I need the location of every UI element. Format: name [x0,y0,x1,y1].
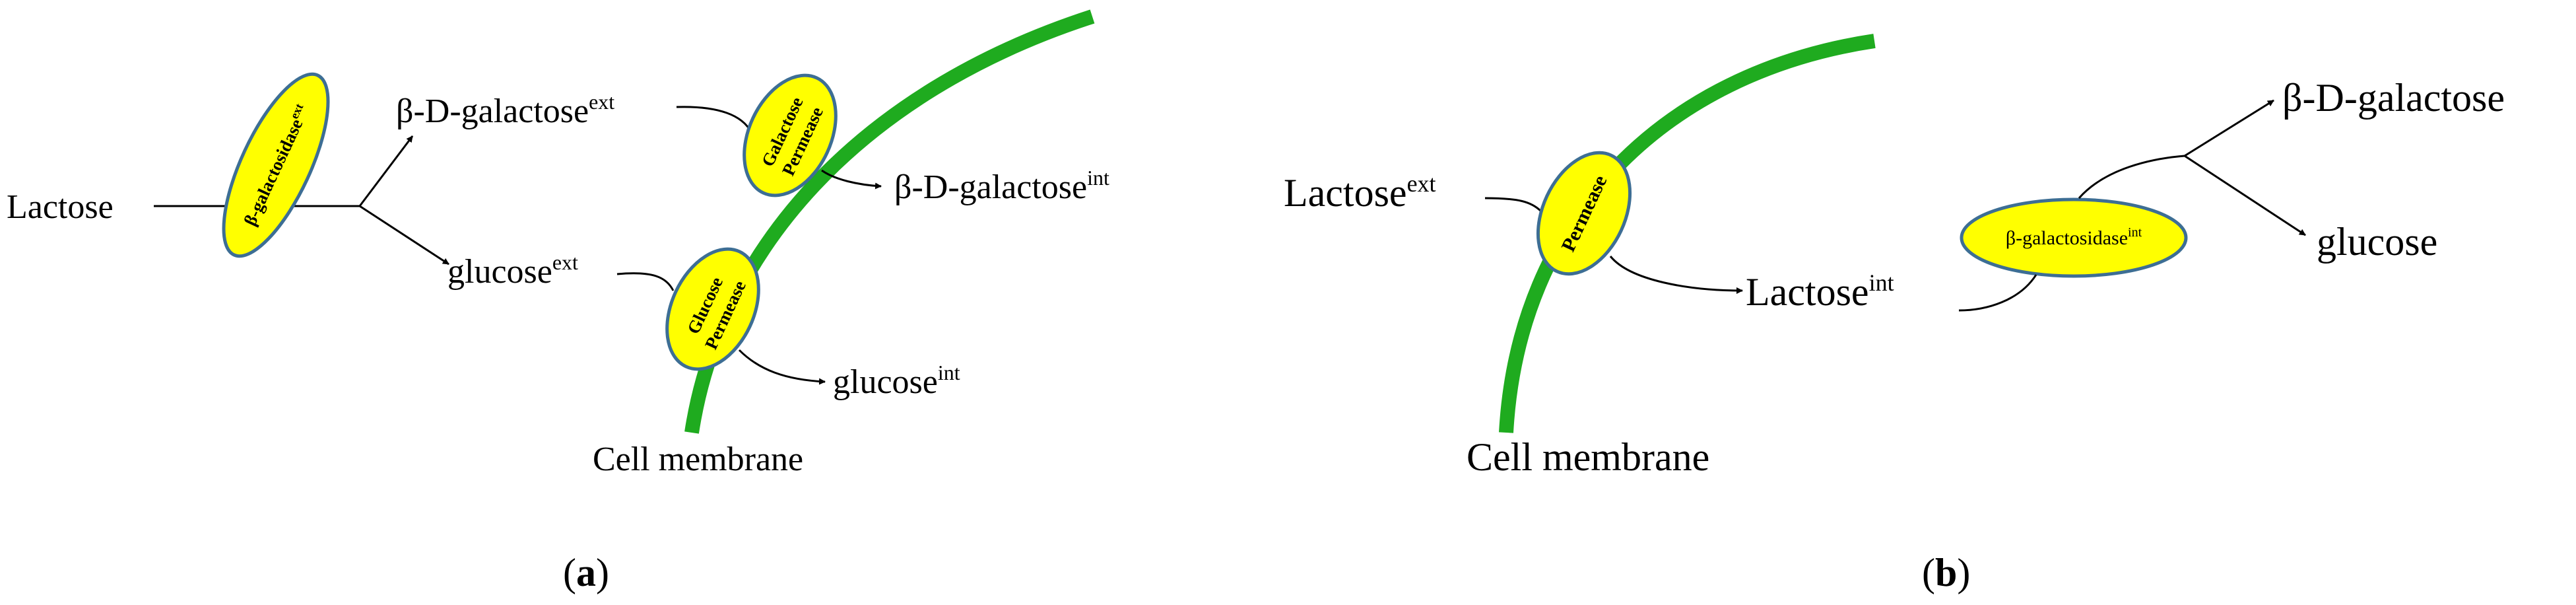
galactose-int-sup: int [1087,166,1109,190]
arrow-to-lactose-int [1609,256,1743,294]
membrane-label-b: Cell membrane [1467,435,1709,479]
glucose-ext-name: glucose [447,253,552,291]
svg-text:(b): (b) [1922,551,1970,594]
svg-text:β-D-galactoseint: β-D-galactoseint [894,166,1109,206]
glucose-int-name: glucose [833,363,938,401]
caption-a-close: ) [596,551,609,594]
lactose-int-name: Lactose [1746,270,1869,314]
permease-b: Permease [1536,151,1632,276]
galactose-ext-to-permease [676,106,752,133]
arrow-to-galactose-int [821,169,882,190]
svg-text:Lactoseext: Lactoseext [1284,170,1436,215]
caption-a-letter: a [576,551,596,594]
svg-text:β-galactosidaseint: β-galactosidaseint [2006,225,2142,249]
svg-text:β-D-galactoseext: β-D-galactoseext [396,90,614,130]
galactose-permease: Galactose Permease [743,73,838,197]
panel-a: β-galactosidaseext Galactose Permease Gl… [7,9,1109,594]
lactose-int-sup: int [1869,269,1894,296]
arrow-to-glucose-b [2184,155,2306,236]
arrow-to-galactose-ext [358,135,414,207]
svg-text:(a): (a) [563,551,609,594]
glucose-permease: Glucose Permease [665,247,760,371]
lactose-int-to-enzyme [1958,274,2037,312]
glucose-int-sup: int [938,361,960,384]
lactose-ext-sup: ext [1407,170,1436,197]
svg-text:glucoseint: glucoseint [833,361,960,401]
glucose-ext-to-permease [616,272,675,291]
caption-b-close: ) [1957,551,1970,594]
caption-a-open: ( [563,551,576,594]
glucose-b-label: glucose [2317,220,2437,264]
arrow-to-glucose-ext [359,205,449,266]
arrow-to-galactose-b [2184,99,2274,157]
glucose-ext-sup: ext [552,250,578,274]
svg-text:Lactoseint: Lactoseint [1746,269,1894,314]
svg-text:glucoseext: glucoseext [447,250,578,291]
beta-galactosidase-int-enzyme: β-galactosidaseint [1960,197,2188,278]
lactose-ext-to-permease [1484,197,1542,213]
lactose-label: Lactose [7,188,114,226]
panel-b: Permease β-galactosidaseint Lactoseext L… [1284,34,2505,594]
caption-b-open: ( [1922,551,1935,594]
caption-b-letter: b [1935,551,1957,594]
enzyme-int-name: β-galactosidase [2006,227,2128,249]
galactose-b-label: β-D-galactose [2282,76,2505,120]
galactose-int-name: β-D-galactose [894,168,1087,206]
arrow-to-glucose-int [738,349,826,385]
galactose-ext-sup: ext [589,90,614,114]
lactose-ext-name: Lactose [1284,171,1407,215]
enzyme-to-branch [2078,155,2185,199]
enzyme-int-sup: int [2128,225,2142,240]
galactose-ext-name: β-D-galactose [396,92,589,130]
membrane-label-a: Cell membrane [593,441,803,478]
beta-galactosidase-ext-enzyme: β-galactosidaseext [222,72,330,258]
